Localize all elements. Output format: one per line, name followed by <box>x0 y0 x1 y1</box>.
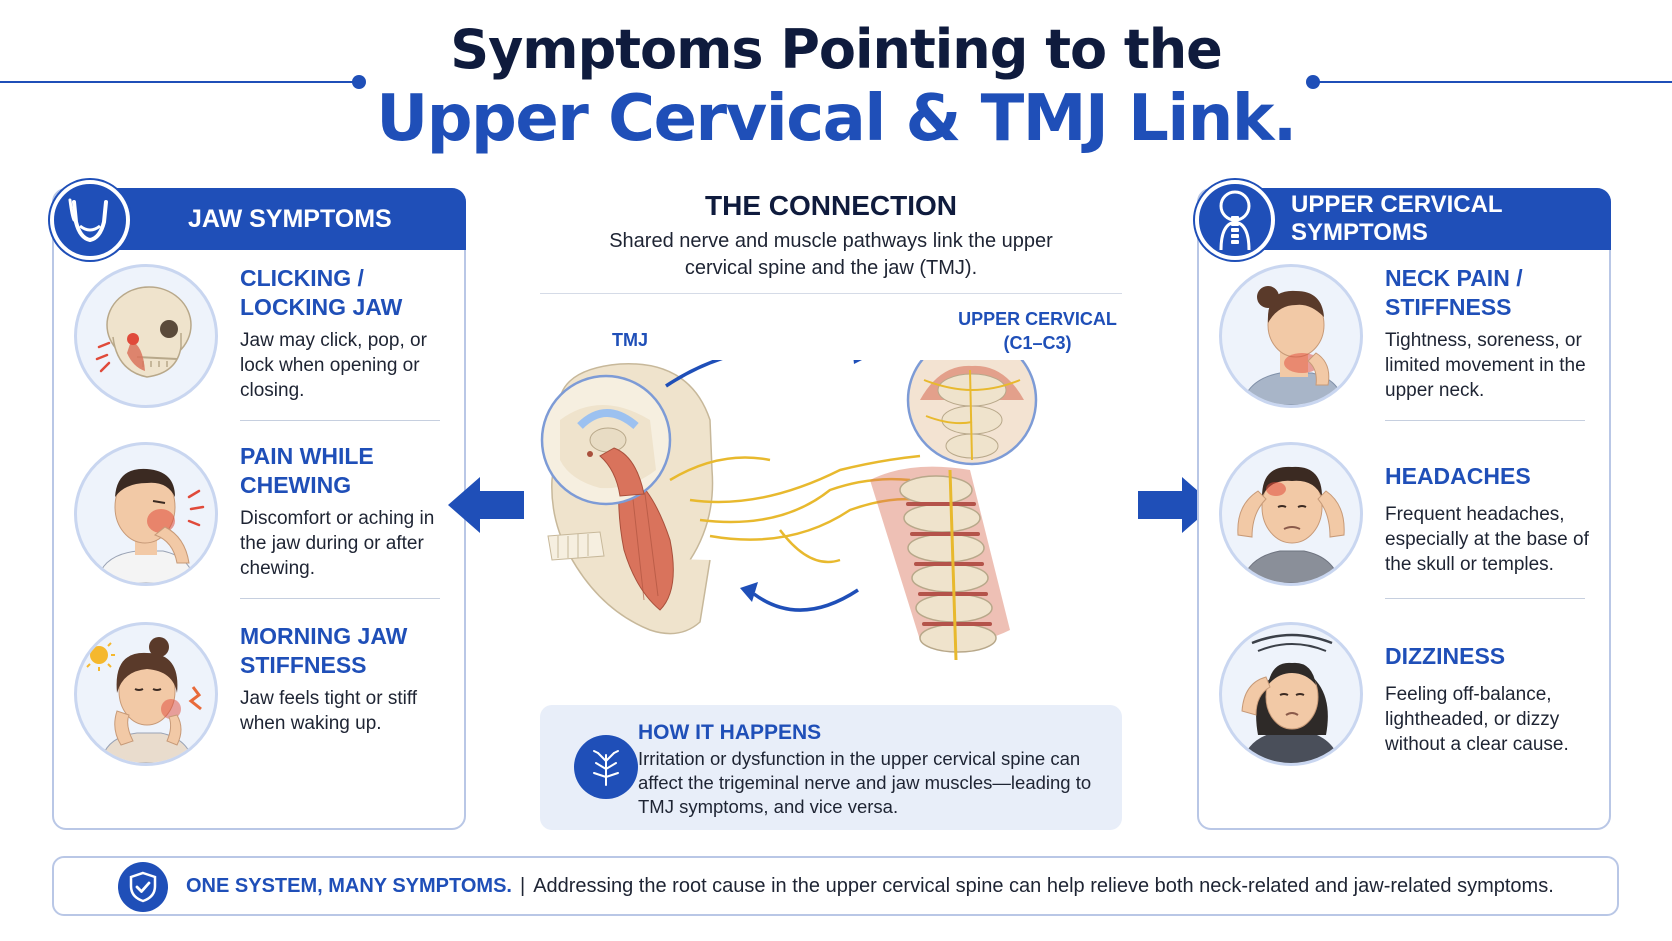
title-line: HEADACHES <box>1385 463 1531 489</box>
title-line: CLICKING / <box>240 265 364 291</box>
title-line: NECK PAIN / <box>1385 265 1523 291</box>
divider <box>240 420 440 421</box>
footer-strong: ONE SYSTEM, MANY SYMPTOMS. <box>186 875 512 897</box>
title-line-1: Symptoms Pointing to the <box>450 18 1223 81</box>
woman-dizziness-illustration <box>1219 622 1363 766</box>
cervical-spine-illustration <box>870 466 1010 661</box>
cervical-symptom-dizziness: DIZZINESS Feeling off-balance, lighthead… <box>1219 622 1599 792</box>
page-title: Symptoms Pointing to the Upper Cervical … <box>0 18 1672 156</box>
cervical-symptom-desc: Frequent headaches, especially at the ba… <box>1385 504 1589 575</box>
label-upper-cervical: UPPER CERVICAL (C1–C3) <box>950 307 1125 355</box>
woman-morning-stiffness-illustration <box>74 622 218 766</box>
shield-check-icon <box>118 862 168 912</box>
title-rule-dot-right <box>1306 75 1320 89</box>
divider <box>1385 598 1585 599</box>
cervical-symptom-title: HEADACHES <box>1385 462 1605 491</box>
jaw-symptom-clicking: CLICKING / LOCKING JAW Jaw may click, po… <box>74 264 454 434</box>
title-rule-dot-left <box>352 75 366 89</box>
arrow-left-icon <box>448 477 524 533</box>
title-line: STIFFNESS <box>1385 294 1512 320</box>
cervical-symptom-title: NECK PAIN / STIFFNESS <box>1385 264 1605 322</box>
title-rule-right <box>1312 81 1672 83</box>
jaw-symptom-desc: Jaw may click, pop, or lock when opening… <box>240 330 427 401</box>
connection-subtitle: Shared nerve and muscle pathways link th… <box>609 230 1053 279</box>
footer-separator: | <box>519 875 526 897</box>
how-it-happens-box: HOW IT HAPPENS Irritation or dysfunction… <box>540 705 1122 830</box>
cervical-panel-header: UPPER CERVICAL SYMPTOMS <box>1259 188 1611 250</box>
tmj-zoom-circle <box>540 374 672 506</box>
cervical-panel-header-label: UPPER CERVICAL SYMPTOMS <box>1291 191 1503 246</box>
footer-banner: ONE SYSTEM, MANY SYMPTOMS. | Addressing th… <box>52 856 1619 916</box>
jaw-symptom-title: PAIN WHILE CHEWING <box>240 442 460 500</box>
divider <box>240 598 440 599</box>
title-line: STIFFNESS <box>240 652 367 678</box>
jaw-panel-header-label: JAW SYMPTOMS <box>188 204 392 233</box>
jaw-symptom-title: CLICKING / LOCKING JAW <box>240 264 460 322</box>
arrow-to-tmj <box>752 588 859 612</box>
title-line: MORNING JAW <box>240 623 408 649</box>
man-jaw-pain-illustration <box>74 442 218 586</box>
woman-neck-pain-illustration <box>1219 264 1363 408</box>
jaw-symptom-title: MORNING JAW STIFFNESS <box>240 622 460 680</box>
title-line: DIZZINESS <box>1385 643 1506 669</box>
man-headache-illustration <box>1219 442 1363 586</box>
title-line: PAIN WHILE <box>240 443 374 469</box>
cervical-symptom-title: DIZZINESS <box>1385 642 1605 671</box>
cervical-symptom-headaches: HEADACHES Frequent headaches, especially… <box>1219 442 1599 612</box>
title-line-2: Upper Cervical & TMJ Link. <box>376 82 1297 156</box>
upper-cervical-symptoms-panel: UPPER CERVICAL SYMPTOMS <box>1195 180 1611 830</box>
skull-jaw-illustration <box>74 264 218 408</box>
nerve-pathways <box>669 454 921 564</box>
title-line: LOCKING JAW <box>240 294 403 320</box>
jaw-symptoms-panel: JAW SYMPTOMS CLICKING / LOCKING JAW <box>50 180 466 830</box>
jaw-symptom-morning-stiffness: MORNING JAW STIFFNESS Jaw feels tight or… <box>74 622 454 792</box>
how-it-happens-title: HOW IT HAPPENS <box>638 721 822 744</box>
divider <box>1385 420 1585 421</box>
tmj-cervical-anatomy-illustration <box>540 360 1038 661</box>
arrow-to-cervical <box>665 360 723 388</box>
cervical-symptom-desc: Tightness, soreness, or limited movement… <box>1385 330 1586 401</box>
connection-title: THE CONNECTION <box>705 190 957 221</box>
label-line: (C1–C3) <box>1003 333 1072 353</box>
nerve-icon <box>574 735 638 799</box>
title-line: CHEWING <box>240 472 352 498</box>
upper-cervical-zoom-circle <box>906 360 1038 466</box>
jaw-panel-header: JAW SYMPTOMS <box>114 188 466 250</box>
footer-text: ONE SYSTEM, MANY SYMPTOMS. | Addressing th… <box>186 875 1554 898</box>
arrow-right-icon <box>1138 477 1214 533</box>
how-it-happens-desc: Irritation or dysfunction in the upper c… <box>638 748 1092 817</box>
spine-icon <box>1195 180 1275 260</box>
cervical-symptom-desc: Feeling off-balance, lightheaded, or diz… <box>1385 684 1569 755</box>
connection-divider <box>540 293 1122 294</box>
label-line: UPPER CERVICAL <box>958 309 1117 329</box>
jaw-symptom-desc: Discomfort or aching in the jaw during o… <box>240 508 435 579</box>
footer-message: Addressing the root cause in the upper c… <box>533 875 1554 897</box>
title-rule-left <box>0 81 360 83</box>
label-tmj: TMJ <box>612 330 648 350</box>
jaw-symptom-desc: Jaw feels tight or stiff when waking up. <box>240 688 418 734</box>
jaw-icon <box>50 180 130 260</box>
jaw-symptom-chewing: PAIN WHILE CHEWING Discomfort or aching … <box>74 442 454 612</box>
cervical-symptom-neck-pain: NECK PAIN / STIFFNESS Tightness, sorenes… <box>1219 264 1599 434</box>
